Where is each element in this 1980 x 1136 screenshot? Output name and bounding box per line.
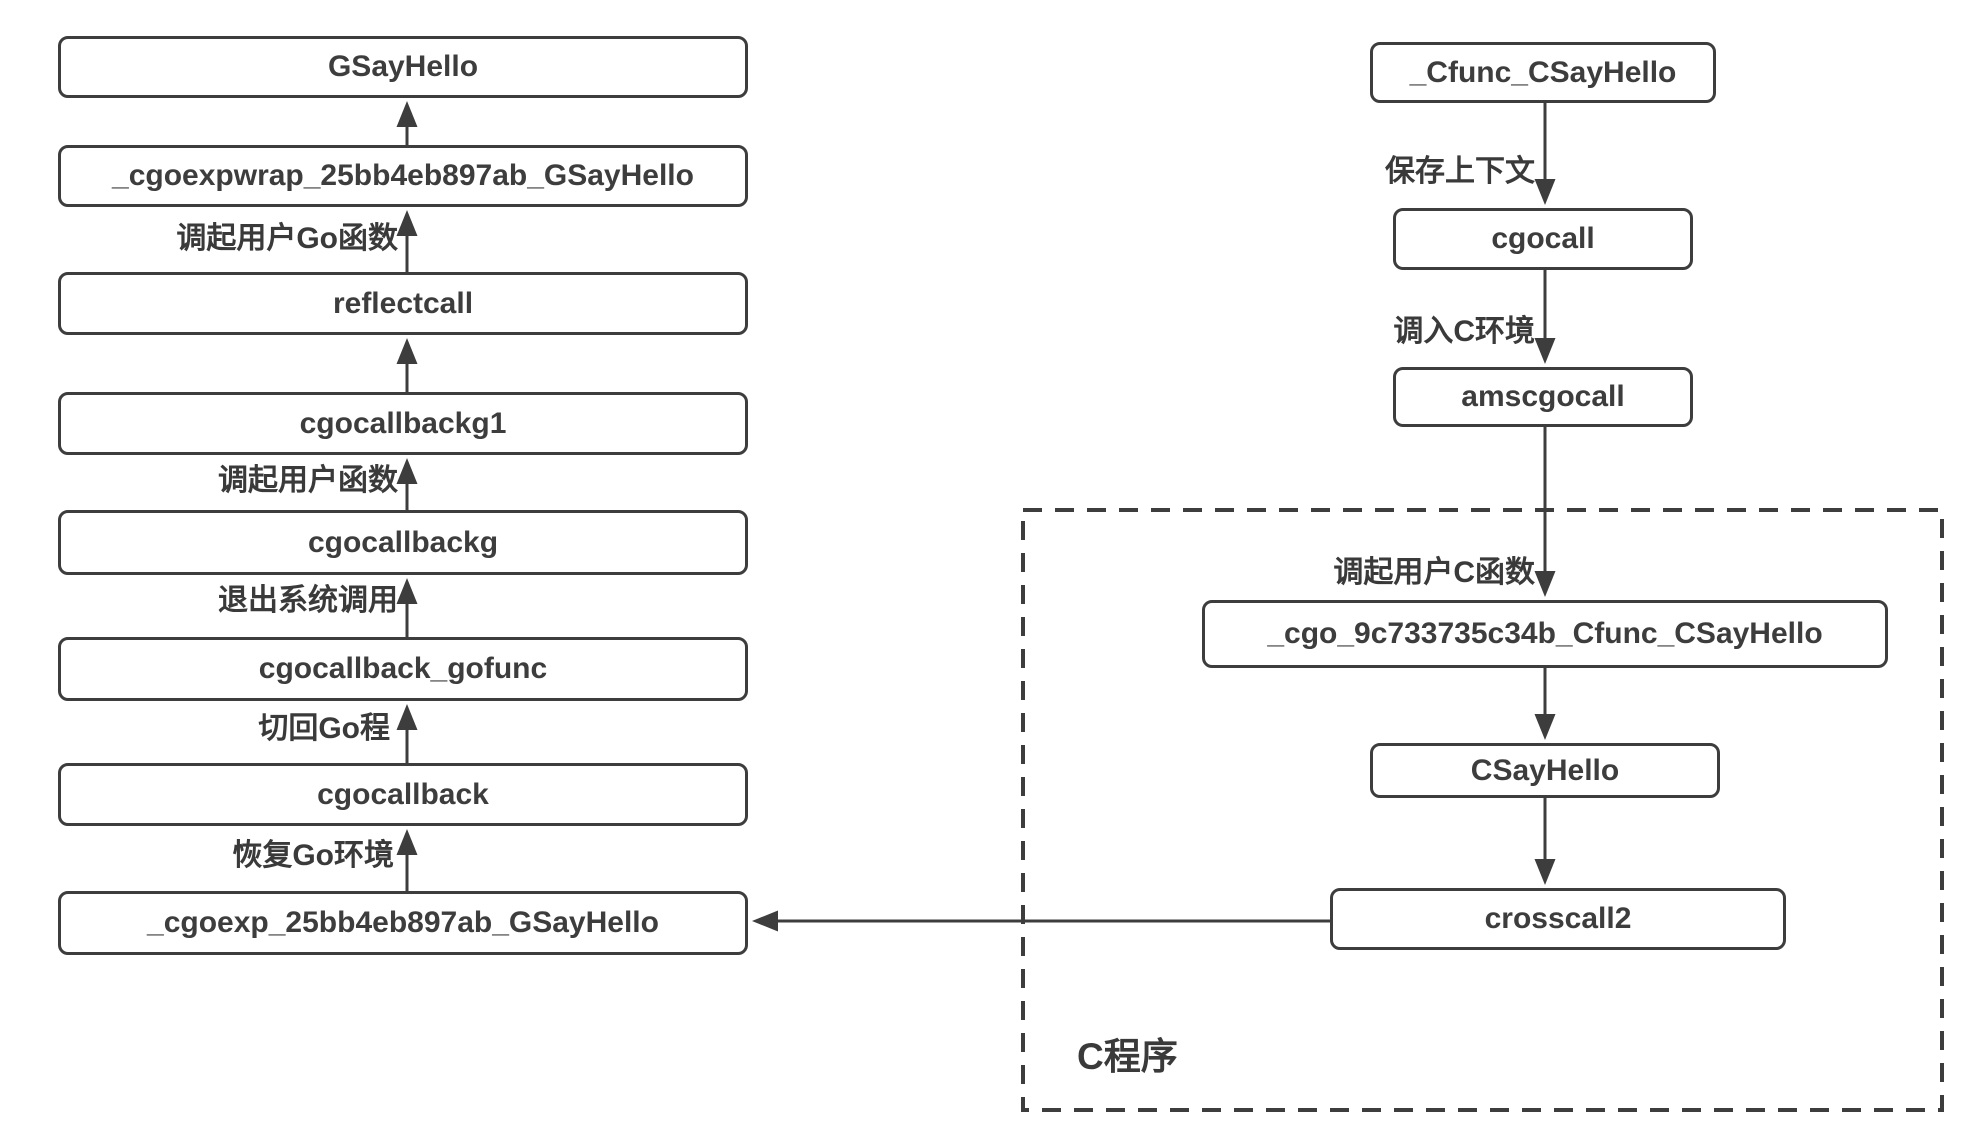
c-program-region-label: C程序: [1077, 1036, 1178, 1077]
node-crosscall2-label: crosscall2: [1484, 902, 1632, 935]
edge-label-switch-back-goroutine: 切回Go程: [258, 712, 390, 745]
arrow-amscgocall-to-cgo: [1534, 427, 1556, 597]
arrow-gofunc-to-cgocallbackg: [396, 578, 418, 637]
node-gsayhello-label: GSayHello: [327, 50, 479, 83]
node-cgocallbackg1-label: cgocallbackg1: [299, 406, 507, 440]
node-cgocallbackg1: cgocallbackg1: [58, 392, 748, 455]
node-amscgocall: amscgocall: [1393, 367, 1693, 427]
arrow-csayhello-to-crosscall2: [1534, 798, 1556, 885]
arrow-reflectcall-to-cgoexpwrap: [396, 210, 418, 272]
edge-label-call-user-c-func: 调起用户C函数: [1333, 556, 1535, 589]
arrow-cgo-to-csayhello: [1534, 668, 1556, 740]
node-cgocallback-gofunc-label: cgocallback_gofunc: [258, 652, 548, 685]
arrow-cgoexpwrap-to-gsayhello: [396, 101, 418, 145]
edge-label-restore-go-env: 恢复Go环境: [232, 839, 394, 872]
node-cgoexp: _cgoexp_25bb4eb897ab_GSayHello: [58, 891, 748, 955]
node-csayhello: CSayHello: [1370, 743, 1720, 798]
node-reflectcall: reflectcall: [58, 272, 748, 335]
node-cgoexp-label: _cgoexp_25bb4eb897ab_GSayHello: [147, 906, 659, 939]
edge-label-exit-syscall: 退出系统调用: [218, 584, 398, 617]
node-amscgocall-label: amscgocall: [1461, 380, 1625, 413]
node-cfunc-csayhello: _Cfunc_CSayHello: [1370, 42, 1716, 103]
node-cgocallback: cgocallback: [58, 763, 748, 826]
arrow-cgocallbackg1-to-reflectcall: [396, 338, 418, 392]
edge-label-call-user-func: 调起用户函数: [218, 464, 398, 497]
arrow-cgoexp-to-cgocallback: [396, 829, 418, 891]
node-cgocall: cgocall: [1393, 208, 1693, 270]
node-reflectcall-label: reflectcall: [332, 286, 474, 320]
node-cgo-cfunc-csayhello-label: _cgo_9c733735c34b_Cfunc_CSayHello: [1267, 617, 1823, 650]
arrow-cgocallback-to-gofunc: [396, 704, 418, 763]
node-cgocallbackg-label: cgocallbackg: [307, 525, 499, 559]
node-cgocallbackg: cgocallbackg: [58, 510, 748, 575]
node-gsayhello: GSayHello: [58, 36, 748, 98]
node-crosscall2: crosscall2: [1330, 888, 1786, 950]
c-program-region-border: [1021, 508, 1944, 1112]
node-cgoexpwrap: _cgoexpwrap_25bb4eb897ab_GSayHello: [58, 145, 748, 207]
edge-label-enter-c-env: 调入C环境: [1393, 315, 1535, 348]
node-cgoexpwrap-label: _cgoexpwrap_25bb4eb897ab_GSayHello: [112, 159, 694, 192]
node-cgocall-label: cgocall: [1491, 222, 1595, 255]
node-cgo-cfunc-csayhello: _cgo_9c733735c34b_Cfunc_CSayHello: [1202, 600, 1888, 668]
edge-label-call-user-go-func: 调起用户Go函数: [176, 222, 398, 255]
node-csayhello-label: CSayHello: [1470, 753, 1620, 787]
arrow-cgocall-to-amscgocall: [1534, 270, 1556, 364]
arrow-cfunc-to-cgocall: [1534, 103, 1556, 205]
arrow-cgocallbackg-to-cgocallbackg1: [396, 458, 418, 510]
node-cgocallback-gofunc: cgocallback_gofunc: [58, 637, 748, 701]
node-cgocallback-label: cgocallback: [317, 777, 489, 811]
arrow-crosscall2-to-cgoexp: [752, 910, 1330, 932]
node-cfunc-csayhello-label: _Cfunc_CSayHello: [1409, 55, 1677, 89]
edge-label-save-context: 保存上下文: [1385, 155, 1535, 188]
